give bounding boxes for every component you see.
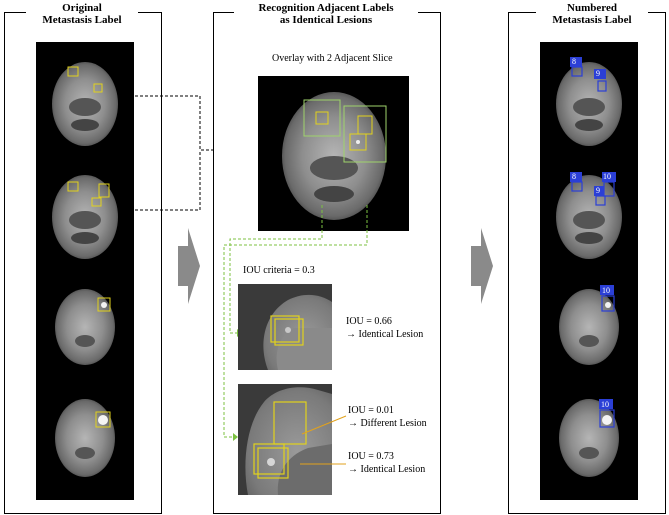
crop2-callout-lines [300,415,347,465]
crop1-iou: IOU = 0.66 [346,316,392,327]
crop2-result-a: → Different Lesion [348,418,427,429]
right-slice2-label-b: 10 [603,172,611,181]
left-brain-slice-4 [55,399,115,477]
right-slice2-label-a: 8 [572,172,576,181]
overlay-brain [282,92,387,220]
left-brain-slice-2 [52,175,118,259]
crop1-result: → Identical Lesion [346,329,424,340]
right-slice3-label: 10 [602,286,610,295]
flow-arrow-1 [178,228,200,304]
left-panel-title: Original Metastasis Label [26,2,138,26]
crop2-result-b: → Identical Lesion [348,464,426,475]
right-panel-title: Numbered Metastasis Label [536,2,648,26]
right-brain-slice-4 [559,399,619,477]
middle-panel-title: Recognition Adjacent Labels as Identical… [234,2,418,26]
right-slice2-label-c: 9 [596,186,600,195]
right-slice1-label-b: 9 [596,69,600,78]
iou-criteria-label: IOU criteria = 0.3 [243,265,315,276]
crop2-iou-a: IOU = 0.01 [348,405,394,416]
crop-image-2 [238,384,332,495]
left-brain-slice-1 [52,62,118,146]
crop-image-1 [238,284,332,370]
flow-arrow-2 [471,228,493,304]
left-brain-slice-3 [55,289,115,365]
crop2-iou-b: IOU = 0.73 [348,451,394,462]
right-slice4-label: 10 [601,400,609,409]
overlay-caption: Overlay with 2 Adjacent Slice [272,53,393,64]
right-slice1-label-a: 8 [572,57,576,66]
right-brain-slice-2 [556,172,622,259]
right-brain-slice-1 [556,57,622,146]
right-brain-slice-3 [559,285,619,365]
